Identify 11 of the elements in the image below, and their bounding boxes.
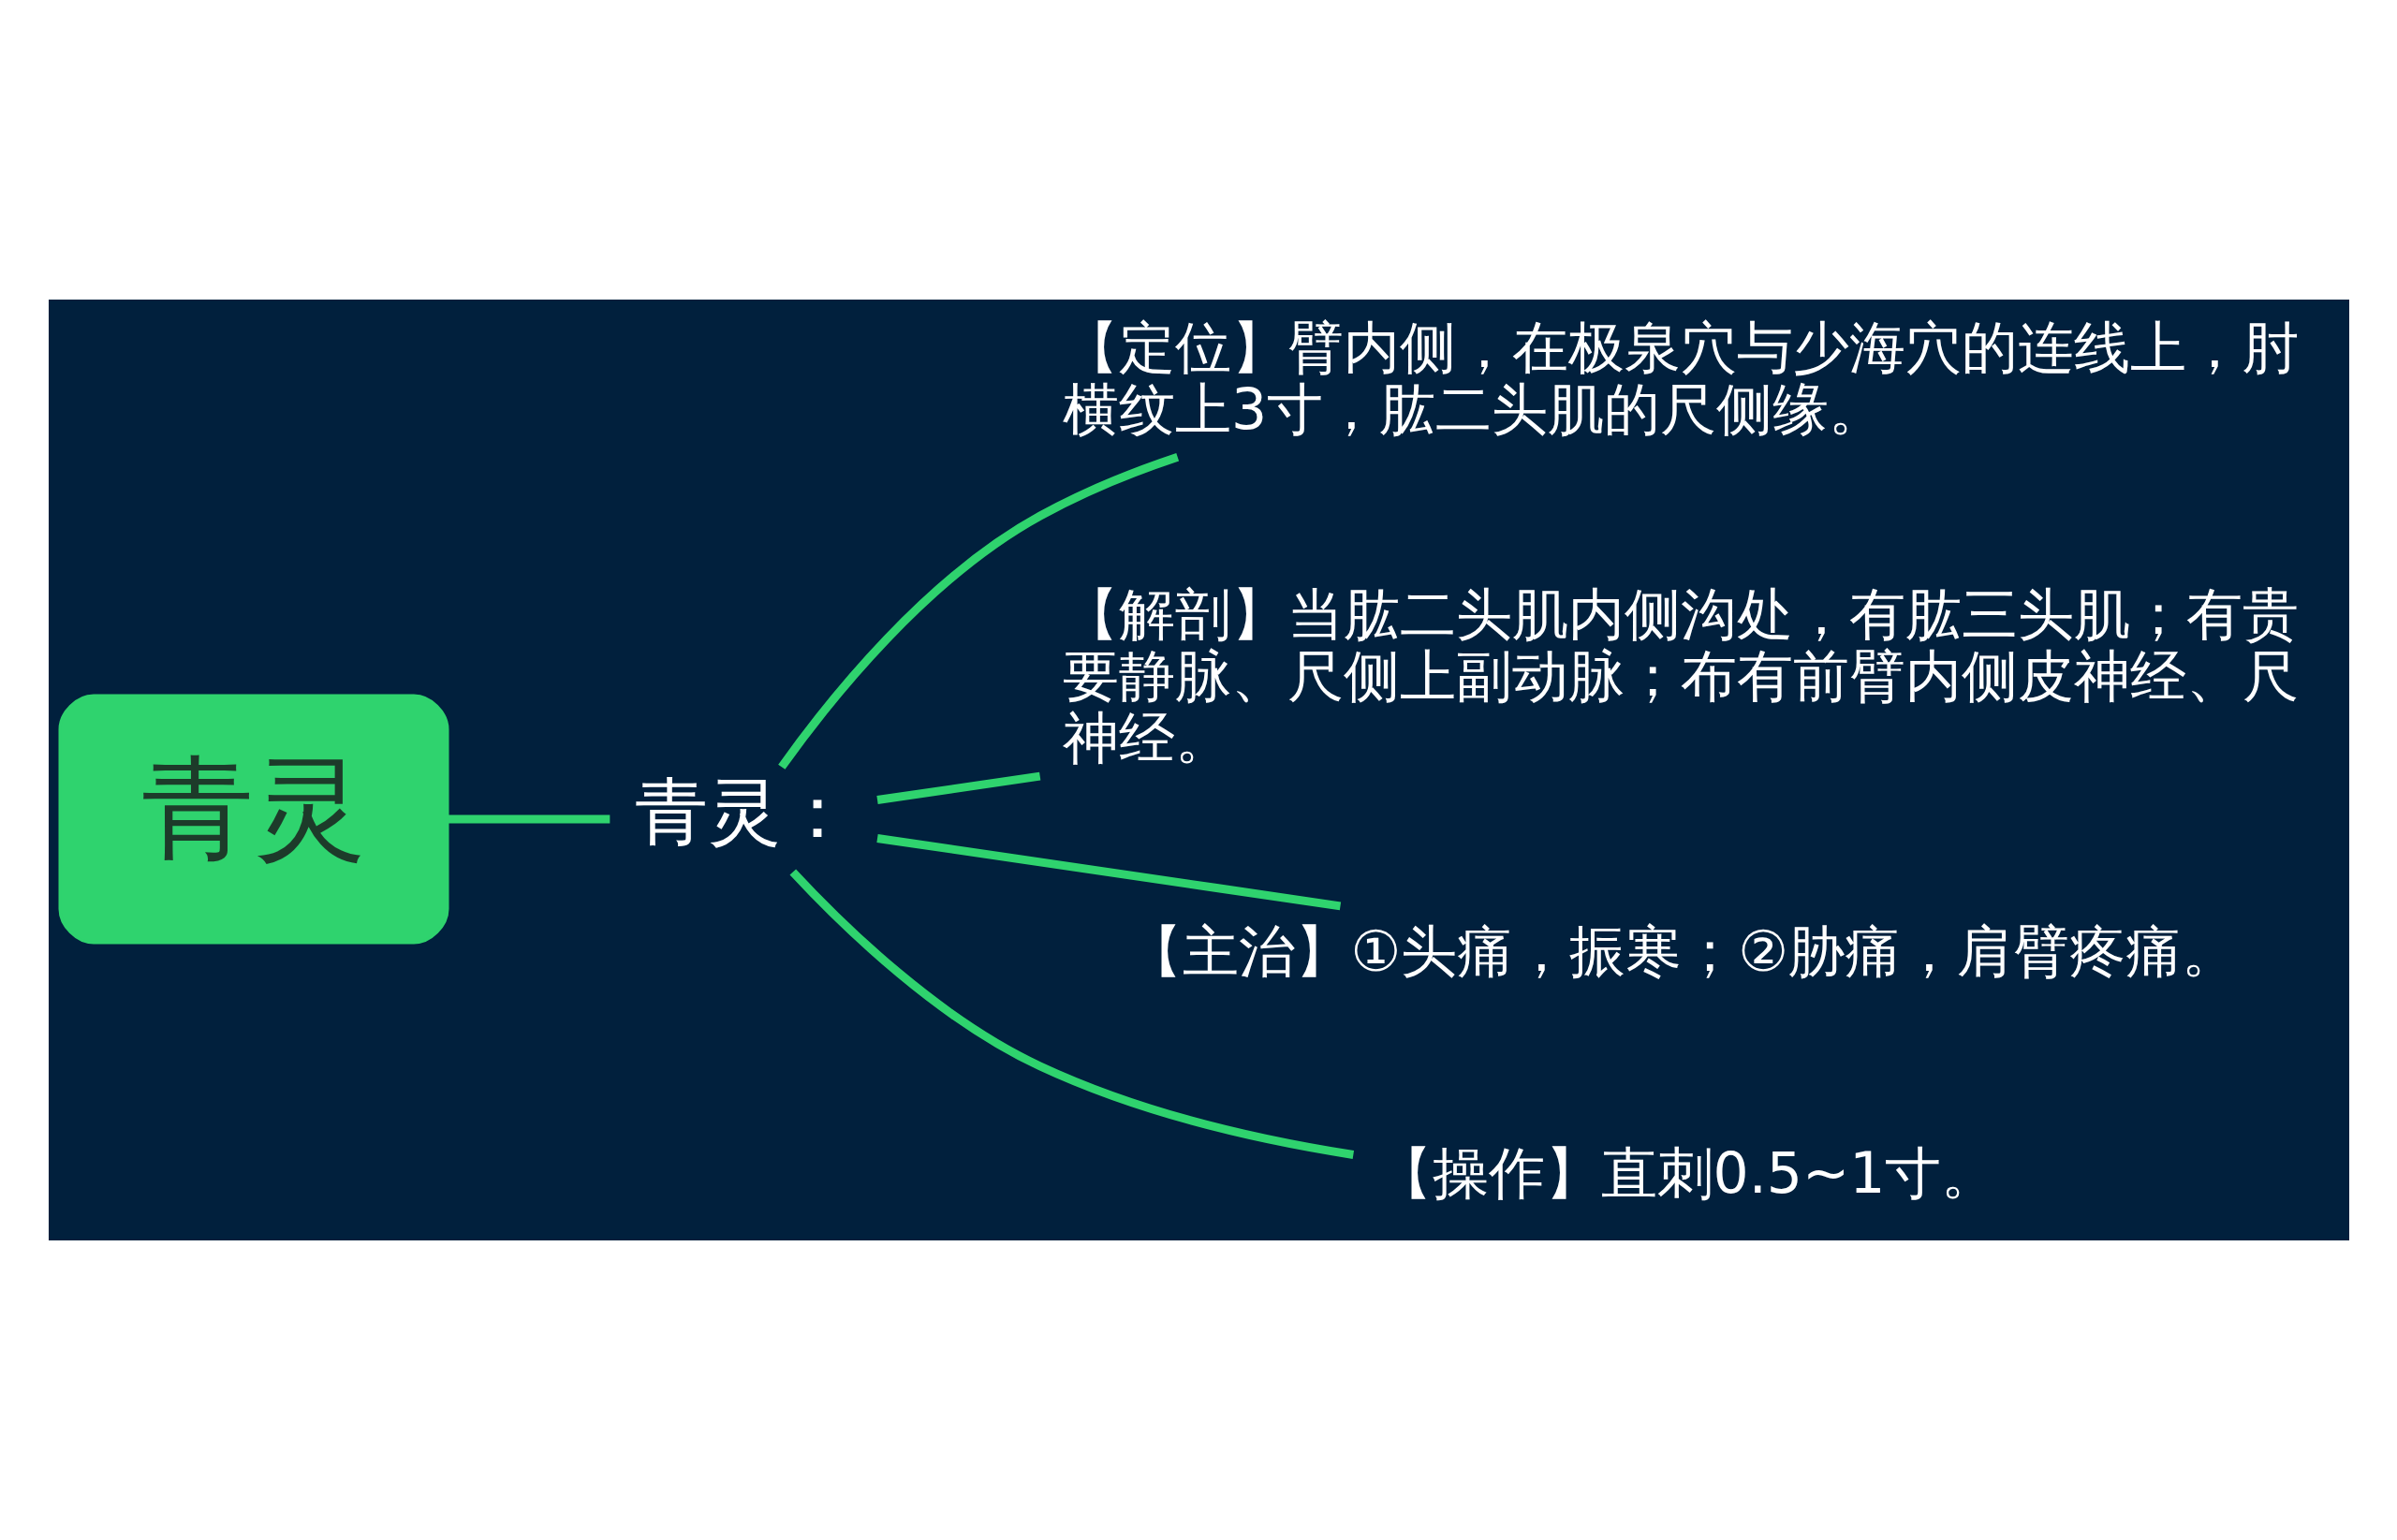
- node-text: 【定位】臂内侧，在极泉穴与少海穴的连线上，肘横纹上3寸，肱二头肌的尺侧缘。: [1062, 315, 2299, 442]
- connector: [875, 771, 1040, 805]
- connector: [777, 452, 1179, 770]
- node-text: 青灵：: [634, 769, 853, 854]
- connector: [448, 814, 610, 824]
- node-text: 【操作】直刺0.5~1寸。: [1375, 1140, 1997, 1206]
- node-box: 青灵: [58, 694, 449, 945]
- connector: [789, 869, 1354, 1159]
- node-text: 【主治】①头痛，振寒；②胁痛，肩臂疼痛。: [1125, 918, 2238, 984]
- connector: [875, 833, 1341, 911]
- node-text: 【解剖】当肱二头肌内侧沟处，有肱三头肌；有贵要静脉、尺侧上副动脉；布有前臂内侧皮神经、尺神经。: [1062, 581, 2299, 770]
